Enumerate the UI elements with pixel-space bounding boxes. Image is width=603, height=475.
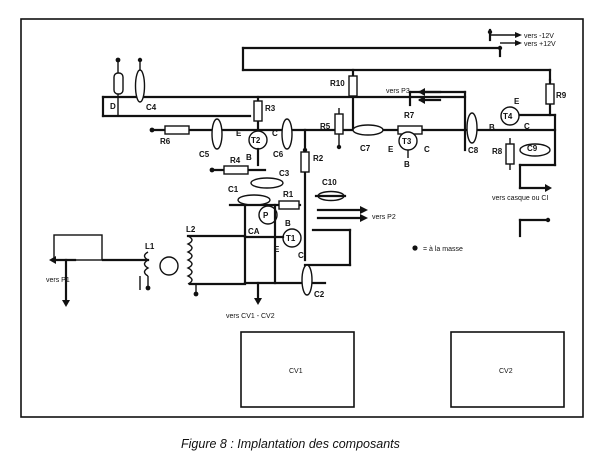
label-P: P xyxy=(263,211,269,220)
coil-l1 xyxy=(101,251,151,291)
label-R2: R2 xyxy=(313,154,324,163)
label-R9: R9 xyxy=(556,91,567,100)
resistor-r5 xyxy=(334,108,344,150)
label-T1: T1 xyxy=(286,234,296,243)
resistor-r2 xyxy=(300,128,310,262)
label-T2: T2 xyxy=(251,136,261,145)
label-R10: R10 xyxy=(330,79,345,88)
resistor-r10 xyxy=(348,68,358,132)
p1-label: vers P1 xyxy=(46,277,70,284)
label-R3: R3 xyxy=(265,104,276,113)
ground-legend-label: = à la masse xyxy=(423,246,463,253)
label-C3: C3 xyxy=(279,169,290,178)
label-T1-B: B xyxy=(285,219,291,228)
label-T3-B: B xyxy=(404,160,410,169)
diode-d xyxy=(113,57,124,116)
plus12-label: vers +12V xyxy=(524,41,556,48)
capacitor-c3 xyxy=(250,177,284,189)
label-L1: L1 xyxy=(145,242,155,251)
casque-label: vers casque ou CI xyxy=(492,195,548,202)
transistor-t4 xyxy=(500,106,520,126)
cv2-label: CV2 xyxy=(499,368,513,375)
label-C10: C10 xyxy=(322,178,337,187)
label-R8: R8 xyxy=(492,147,503,156)
board-cv2 xyxy=(450,331,565,408)
resistor-r3 xyxy=(253,95,263,132)
label-C9: C9 xyxy=(527,144,538,153)
p2-connection xyxy=(316,206,368,222)
ground-legend-dot xyxy=(412,245,418,251)
cv-connection xyxy=(254,281,262,305)
label-C2: C2 xyxy=(314,290,325,299)
capacitor-c4-upper xyxy=(134,57,146,103)
label-T4: T4 xyxy=(503,112,513,121)
label-T1-E: E xyxy=(274,245,280,254)
p3-label: vers P3 xyxy=(386,88,410,95)
resistor-r4 xyxy=(209,165,267,175)
label-C7: C7 xyxy=(360,144,371,153)
capacitor-c9 xyxy=(519,143,551,157)
label-C6: C6 xyxy=(273,150,284,159)
capacitor-c8 xyxy=(466,112,478,144)
board-cv1 xyxy=(240,331,355,408)
label-R6: R6 xyxy=(160,137,171,146)
label-C8: C8 xyxy=(468,146,479,155)
label-D: D xyxy=(110,102,116,111)
label-R7: R7 xyxy=(404,111,415,120)
label-T3-C: C xyxy=(424,145,430,154)
label-L2: L2 xyxy=(186,225,196,234)
p2-label: vers P2 xyxy=(372,214,396,221)
label-T4-B: B xyxy=(489,123,495,132)
transistor-t2 xyxy=(248,130,268,167)
minus12-label: vers -12V xyxy=(524,33,554,40)
label-C4-upper: C4 xyxy=(146,103,157,112)
capacitor-c1 xyxy=(237,194,271,206)
supply-rails xyxy=(241,28,552,82)
coil-ring xyxy=(159,256,179,276)
label-T3-E: E xyxy=(388,145,394,154)
coil-l2 xyxy=(186,234,247,297)
resistor-r8 xyxy=(505,138,515,170)
label-T1-C: C xyxy=(298,251,304,260)
label-T4-E: E xyxy=(514,97,520,106)
label-T4-C: C xyxy=(524,122,530,131)
resistor-r1 xyxy=(278,200,300,210)
cv1-label: CV1 xyxy=(289,368,303,375)
label-R5: R5 xyxy=(320,122,331,131)
label-T2-C: C xyxy=(272,129,278,138)
capacitor-c6 xyxy=(281,118,293,150)
label-C5: C5 xyxy=(199,150,210,159)
label-CA: CA xyxy=(248,227,260,236)
figure-caption: Figure 8 : Implantation des composants xyxy=(181,437,400,451)
resistor-r9 xyxy=(545,78,555,117)
capacitor-c2 xyxy=(301,264,313,296)
p3-connection xyxy=(418,88,442,104)
trimmer-p xyxy=(258,205,278,225)
board-outline xyxy=(20,18,584,418)
cv-label: vers CV1 - CV2 xyxy=(226,313,275,320)
p1-block xyxy=(49,234,103,307)
resistor-r6 xyxy=(149,125,190,135)
label-T3: T3 xyxy=(402,137,412,146)
label-R4: R4 xyxy=(230,156,241,165)
transistor-t3 xyxy=(398,131,418,158)
label-C1: C1 xyxy=(228,185,239,194)
label-T2-E: E xyxy=(236,129,242,138)
casque-connection xyxy=(518,163,552,238)
label-T2-B: B xyxy=(246,153,252,162)
capacitor-c7 xyxy=(352,124,384,136)
label-R1: R1 xyxy=(283,190,294,199)
capacitor-c5 xyxy=(211,118,223,150)
